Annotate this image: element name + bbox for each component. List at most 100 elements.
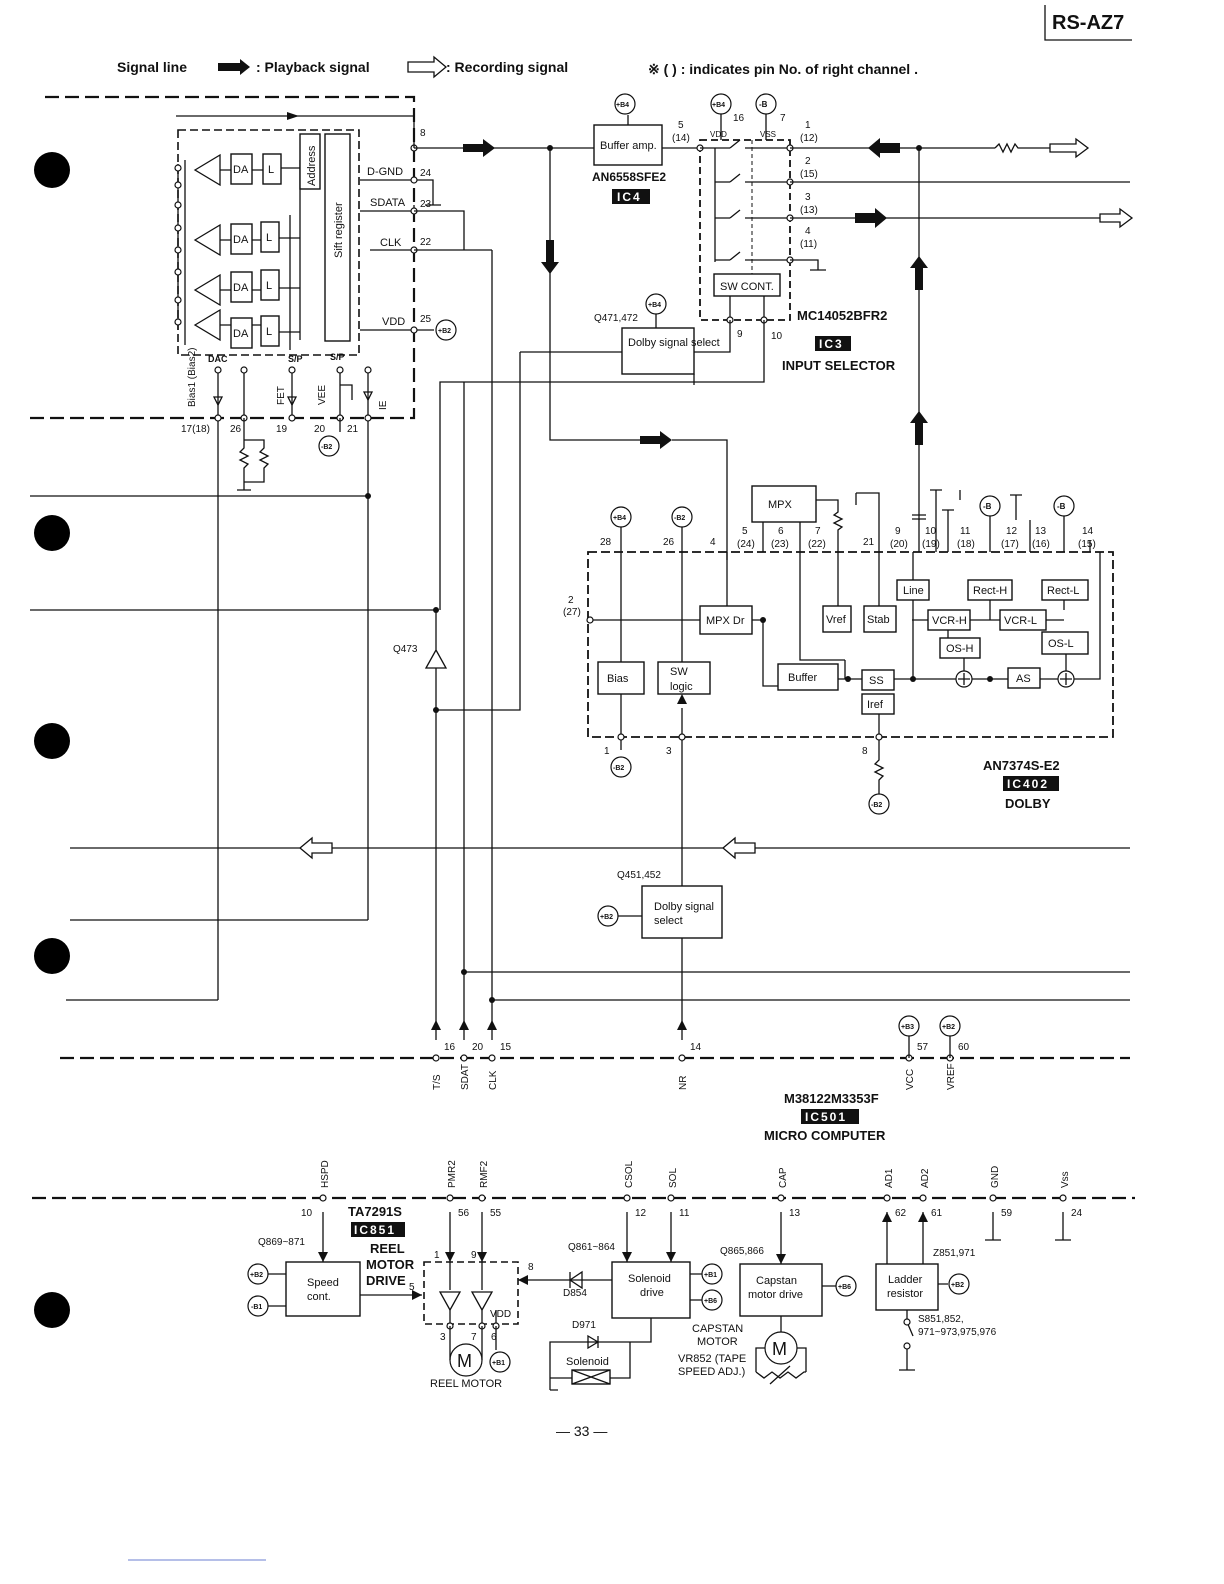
micro-pin-num: 15 [500,1042,512,1053]
svg-text:VR852 (TAPE: VR852 (TAPE [678,1353,746,1365]
svg-text:-B2: -B2 [871,802,882,809]
svg-text:Solenoid: Solenoid [628,1273,671,1285]
svg-text:SDATA: SDATA [370,197,406,209]
svg-text:28: 28 [600,537,612,548]
svg-text:14: 14 [1082,526,1094,537]
svg-text:19: 19 [276,424,288,435]
svg-text:(27): (27) [563,607,581,618]
svg-text:Q473: Q473 [393,644,418,655]
svg-text:Bias: Bias [607,673,629,685]
svg-text:+B4: +B4 [648,302,661,309]
svg-text:1: 1 [604,746,610,757]
micro-pin-label: CLK [488,1070,499,1090]
micro-pin-ad1 [883,1194,891,1202]
micro-pin-rmf2 [478,1194,486,1202]
svg-text:motor drive: motor drive [748,1289,803,1301]
svg-text:9: 9 [895,526,901,537]
svg-text:SPEED ADJ.): SPEED ADJ.) [678,1366,745,1378]
svg-text:MPX Dr: MPX Dr [706,615,745,627]
q473: Q473 [393,607,448,1040]
svg-text:VDD: VDD [710,130,727,139]
svg-text:Stab: Stab [867,614,890,626]
svg-text:AS: AS [1016,673,1031,685]
svg-text:+B4: +B4 [613,515,626,522]
svg-text:L: L [268,164,274,176]
svg-text:24: 24 [420,168,432,179]
svg-text:D854: D854 [563,1288,587,1299]
svg-text:6: 6 [778,526,784,537]
svg-text:8: 8 [528,1262,534,1273]
svg-text:REEL MOTOR: REEL MOTOR [430,1378,502,1390]
svg-text:11: 11 [960,526,971,537]
svg-text:cont.: cont. [307,1291,331,1303]
svg-text:IC501: IC501 [805,1110,847,1124]
recording-line [70,836,1130,860]
svg-text:1: 1 [805,120,811,131]
playback-arrow-icon [463,139,495,157]
svg-text:(11): (11) [800,239,817,250]
svg-text:(15): (15) [800,169,818,180]
svg-text:(24): (24) [737,539,755,550]
svg-text:4: 4 [805,226,811,237]
micro-pin-label: RMF2 [479,1160,490,1188]
page-number: — 33 — [556,1423,607,1439]
svg-text:MPX: MPX [768,499,793,511]
svg-text:drive: drive [640,1287,664,1299]
svg-text:VDD: VDD [382,316,405,328]
micro-pin-label: CSOL [624,1160,635,1188]
svg-text:+B2: +B2 [951,1282,964,1289]
q451-dolby-select: Q451,452 Dolby signal select +B2 [597,870,723,939]
micro-pin-cap [777,1194,785,1202]
model-header: RS-AZ7 [1044,5,1132,41]
svg-text:resistor: resistor [887,1288,923,1300]
svg-text:13: 13 [1035,526,1047,537]
svg-text:16: 16 [733,113,745,124]
svg-text:OS-H: OS-H [946,643,974,655]
micro-pin-gnd [989,1194,997,1202]
playback-arrow-icon [910,411,928,445]
playback-arrow-icon [640,431,672,449]
svg-text:SW: SW [670,666,688,678]
micro-pin-num: 10 [301,1208,313,1219]
svg-text:VCR-L: VCR-L [1004,615,1037,627]
svg-text:M38122M3353F: M38122M3353F [784,1091,879,1106]
svg-text:VEE: VEE [317,385,328,405]
svg-text:5: 5 [678,120,684,131]
svg-text:(12): (12) [800,133,818,144]
svg-text:971~973,975,976: 971~973,975,976 [918,1327,997,1338]
svg-text:DAC: DAC [208,354,228,364]
micro-pin-num: 62 [895,1208,907,1219]
svg-text:DA: DA [233,234,249,246]
svg-text:(18): (18) [957,539,975,550]
micro-pin-sdat [460,1054,468,1062]
svg-text:IC3: IC3 [819,337,844,351]
svg-text:7: 7 [780,113,786,124]
svg-text:CLK: CLK [380,237,402,249]
micro-pin-num: 57 [917,1042,929,1053]
svg-text:L: L [266,326,272,338]
svg-text:26: 26 [230,424,242,435]
svg-text:7: 7 [471,1332,477,1343]
svg-text:-B1: -B1 [251,1304,262,1311]
svg-text:L: L [266,232,272,244]
svg-text:Line: Line [903,585,924,597]
svg-text:Q451,452: Q451,452 [617,870,661,881]
micro-pin-label: SDAT [460,1064,471,1090]
micro-pin-num: 24 [1071,1208,1083,1219]
svg-text:2: 2 [805,156,811,167]
svg-text:IE: IE [378,400,389,410]
micro-pin-num: 61 [931,1208,943,1219]
svg-text:Q869~871: Q869~871 [258,1237,305,1248]
svg-text:5: 5 [742,526,748,537]
recording-arrow-icon [407,55,448,79]
svg-text:(23): (23) [771,539,789,550]
micro-pin-t/s [432,1054,440,1062]
svg-text:M: M [772,1339,787,1359]
micro-pin-label: Vss [1060,1171,1071,1188]
svg-text:(19): (19) [922,539,940,550]
svg-text:VSS: VSS [760,130,776,139]
svg-text:21: 21 [863,537,875,548]
micro-pin-label: HSPD [320,1160,331,1188]
svg-text:9: 9 [737,329,743,340]
